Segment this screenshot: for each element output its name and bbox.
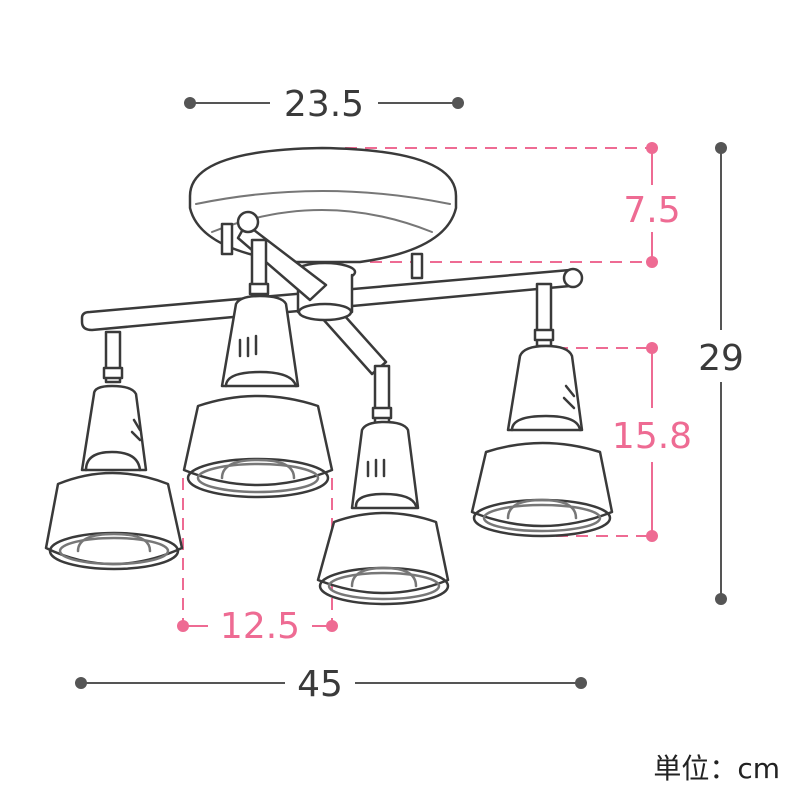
shade-height-dot-top [646, 342, 658, 354]
lamp-front-right [316, 364, 450, 606]
canopy-height-dot-bottom [646, 256, 658, 268]
total-width-dot-left [75, 677, 87, 689]
shade-height-label: 15.8 [612, 416, 692, 457]
canopy-height-label: 7.5 [623, 190, 680, 231]
lamp-right [470, 282, 614, 538]
ceiling-canopy [188, 146, 458, 280]
total-height-dot-bottom [715, 593, 727, 605]
top-width-dot-right [452, 97, 464, 109]
ceiling-lamp-illustration [44, 146, 614, 606]
shade-width-label: 12.5 [220, 606, 300, 647]
total-width-dot-right [575, 677, 587, 689]
arm-end-knob [236, 210, 260, 234]
shade-width-guides [182, 478, 333, 627]
shade-width-dot-left [177, 620, 189, 632]
unit-label: 単位：cm [653, 752, 780, 785]
top-width-label: 23.5 [284, 84, 364, 125]
top-width-dot-left [184, 97, 196, 109]
shade-width-dot-right [326, 620, 338, 632]
canopy-height-dot-top [646, 142, 658, 154]
total-height-dot-top [715, 142, 727, 154]
bar-end-cap [562, 267, 584, 289]
total-width-label: 45 [297, 664, 343, 705]
lamp-front-left [182, 238, 334, 499]
lamp-left [44, 330, 184, 571]
shade-height-dot-bottom [646, 530, 658, 542]
shade-height-guides [556, 347, 653, 537]
total-height-label: 29 [698, 338, 744, 379]
